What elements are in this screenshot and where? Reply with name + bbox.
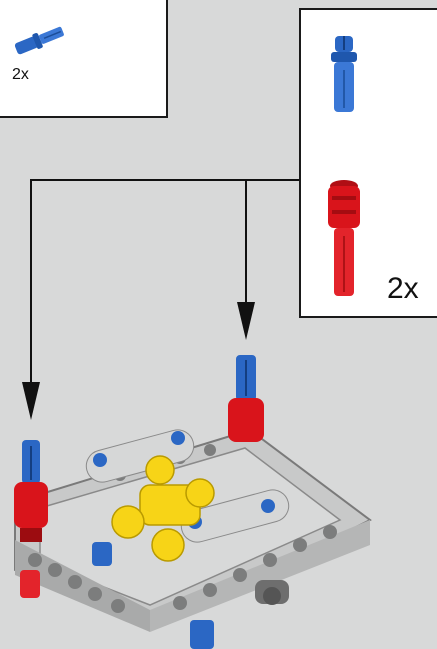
blue-axle-pin-icon xyxy=(14,26,64,55)
yellow-hub-icon xyxy=(111,455,215,562)
arrow-icon xyxy=(237,302,255,340)
subassembly-quantity: 2x xyxy=(387,272,419,305)
gray-axle-icon xyxy=(255,580,289,605)
parts-list-panel: 2x xyxy=(0,0,168,118)
blue-axle-pin-icon xyxy=(92,542,112,566)
subassembly-graphic xyxy=(328,36,360,296)
blue-axle-pin-icon xyxy=(22,440,40,484)
red-pin-icon xyxy=(228,398,264,442)
placement-arrows xyxy=(30,179,299,385)
arrow-icon xyxy=(336,116,352,182)
red-pin-icon xyxy=(328,180,360,296)
blue-axle-pin-icon xyxy=(331,36,357,112)
parts-quantity: 2x xyxy=(12,66,29,83)
subassembly-panel: 2x xyxy=(299,8,437,318)
blue-axle-pin-icon xyxy=(190,620,214,649)
red-pin-icon xyxy=(14,482,48,598)
blue-axle-pin-icon xyxy=(236,355,256,401)
frame-icon xyxy=(14,428,372,632)
arrow-icon xyxy=(22,382,40,420)
